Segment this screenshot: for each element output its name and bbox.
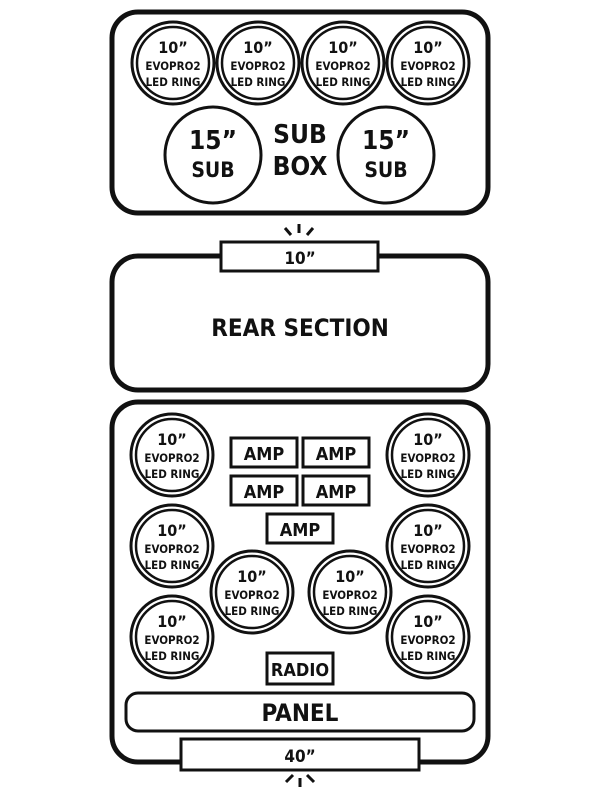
ring-model: EVOPRO2 [400,542,455,556]
ring-size: 10” [328,38,358,57]
sub-label: SUB [364,158,407,182]
ring-type: LED RING [145,649,200,663]
ring-model: EVOPRO2 [315,59,370,73]
sub-box-label-line2: BOX [273,152,328,182]
ring-model: EVOPRO2 [400,451,455,465]
sub-size: 15” [189,126,237,156]
ring-size: 10” [157,430,187,449]
ring-type: LED RING [401,75,456,89]
ring-size: 10” [413,521,443,540]
light-burst-icon [284,773,316,787]
rear-section-label: REAR SECTION [211,314,389,342]
amp-box: AMP [229,436,299,469]
ring-type: LED RING [146,75,201,89]
ring-type: LED RING [323,604,378,618]
ring-type: LED RING [316,75,371,89]
ring-size: 10” [335,567,365,586]
ring-model: EVOPRO2 [145,59,200,73]
ring-model: EVOPRO2 [400,59,455,73]
ring-size: 10” [413,430,443,449]
ring-model: EVOPRO2 [144,633,199,647]
amp-label: AMP [316,444,357,465]
ring-model: EVOPRO2 [400,633,455,647]
amp-box: AMP [265,512,335,545]
sub-box-label-line1: SUB [273,120,327,150]
sub-label: SUB [191,158,234,182]
ring-size: 10” [413,38,443,57]
gap-measure-label: 10” [284,249,315,269]
ring-model: EVOPRO2 [230,59,285,73]
amp-label: AMP [316,482,357,503]
ring-size: 10” [158,38,188,57]
ring-size: 10” [157,521,187,540]
ring-type: LED RING [225,604,280,618]
light-burst-icon [283,224,315,236]
ring-size: 10” [157,612,187,631]
gap-measure-10: 10” [219,240,380,273]
ring-size: 10” [237,567,267,586]
ring-type: LED RING [401,649,456,663]
width-measure-label: 40” [284,747,315,767]
amp-label: AMP [280,520,321,541]
ring-type: LED RING [231,75,286,89]
subwoofer: 15”SUB [336,105,436,205]
amp-box: AMP [229,474,299,507]
subwoofer: 15”SUB [163,105,263,205]
amp-box: AMP [301,474,371,507]
ring-model: EVOPRO2 [322,588,377,602]
ring-type: LED RING [145,558,200,572]
ring-size: 10” [243,38,273,57]
sub-size: 15” [362,126,410,156]
amp-label: AMP [244,482,285,503]
panel-box: PANEL [124,691,476,733]
width-measure-40: 40” [179,737,421,772]
amp-label: AMP [244,444,285,465]
ring-model: EVOPRO2 [144,542,199,556]
ring-model: EVOPRO2 [144,451,199,465]
radio-label: RADIO [271,660,329,681]
ring-type: LED RING [145,467,200,481]
ring-type: LED RING [401,558,456,572]
panel-label: PANEL [262,699,339,727]
ring-type: LED RING [401,467,456,481]
radio-box: RADIO [265,651,335,686]
amp-box: AMP [301,436,371,469]
ring-size: 10” [413,612,443,631]
rear-section: REAR SECTION [109,253,491,393]
ring-model: EVOPRO2 [224,588,279,602]
